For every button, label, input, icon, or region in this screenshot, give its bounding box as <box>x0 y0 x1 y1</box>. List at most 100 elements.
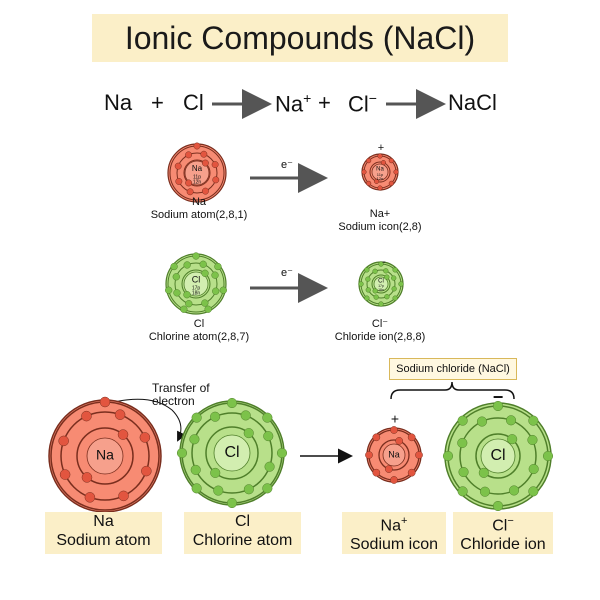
bottom-chloride-ion-electron <box>508 485 520 496</box>
label-chlorine-atom: Cl Chlorine atom <box>184 512 301 554</box>
label-chloride-ion-name: Chloride ion <box>460 536 546 554</box>
bottom-sodium-atom-shell-2 <box>60 411 150 501</box>
label-chloride-ion: Cl− Chloride ion <box>453 512 553 554</box>
bottom-sodium-atom-electron <box>117 429 129 440</box>
row2-chlorine-atom-shell-2 <box>174 262 218 306</box>
bottom-chlorine-atom-electron <box>189 434 200 445</box>
row2-chlorine-atom-electron <box>199 260 207 268</box>
bottom-chlorine-atom-electron <box>226 497 238 509</box>
label-sodium-atom-symbol: Na <box>93 513 114 530</box>
bottom-chloride-ion-electron <box>528 486 539 497</box>
eq-cl-ion: Cl− <box>348 90 377 117</box>
bottom-chlorine-atom-electron <box>226 397 238 409</box>
bottom-chloride-ion-nucleus <box>480 438 516 474</box>
bottom-sodium-ion-shell-2 <box>378 439 410 471</box>
row1-sodium-atom-electron <box>185 151 193 159</box>
transfer-label-line2: electron <box>152 394 195 408</box>
eq-na-ion-charge: + <box>303 90 312 106</box>
bottom-sodium-ion-symbol: Na <box>388 449 400 459</box>
row1-sodium-atom-neutrons: 12n <box>193 179 202 185</box>
bottom-sodium-ion: Na <box>365 426 423 484</box>
row2-chloride-ion-protons: 17p <box>378 284 384 288</box>
bottom-chloride-ion-electron <box>457 415 468 426</box>
eq-na-ion: Na+ <box>275 90 311 117</box>
row1-ion-charge: + <box>378 142 384 154</box>
row1-sodium-ion-protons: 11p <box>377 172 384 177</box>
row2-ion-charge: - <box>382 256 386 268</box>
row2-chloride-ion-electron <box>358 281 364 287</box>
row1-sodium-atom-electron <box>174 162 182 170</box>
label-sodium-ion-symbol-text: Na <box>380 517 401 535</box>
row1-atom-label-symbol: Na <box>191 196 207 208</box>
bottom-sodium-atom-electron <box>81 410 92 422</box>
nacl-box: Sodium chloride (NaCl) <box>389 358 517 380</box>
bottom-chloride-ion-electron <box>528 463 539 475</box>
row2-chlorine-atom-electron <box>180 305 188 313</box>
label-chloride-ion-charge: − <box>507 515 514 527</box>
row2-chloride-ion-electron <box>364 267 370 273</box>
bottom-chlorine-atom-electron <box>176 447 188 459</box>
bottom-sodium-ion-electron <box>372 468 381 477</box>
bottom-chlorine-atom-electron <box>264 461 275 472</box>
row1-sodium-atom-symbol: Na <box>192 164 203 173</box>
row2-atom-label-name: Chlorine atom(2,8,7) <box>148 331 250 343</box>
bottom-sodium-atom: Na <box>48 396 162 513</box>
bottom-chloride-ion-electron <box>542 450 554 462</box>
eq-na-ion-symbol: Na <box>275 91 304 117</box>
bottom-chlorine-atom: Cl <box>176 397 288 509</box>
bottom-chlorine-atom-electron <box>243 428 254 439</box>
row2-chlorine-atom-shell-3 <box>181 269 211 299</box>
row2-atom-label-symbol: Cl <box>193 318 205 330</box>
bottom-chloride-ion-charge: − <box>493 387 504 407</box>
label-sodium-atom-name: Sodium atom <box>56 532 151 549</box>
row1-sodium-ion-electron <box>361 169 367 175</box>
bottom-chlorine-atom-electron <box>210 411 221 422</box>
row1-sodium-ion-electron <box>366 180 372 186</box>
bottom-chloride-ion-electron <box>505 415 517 426</box>
row2-chloride-ion-electron <box>373 294 379 300</box>
bottom-chloride-ion-electron <box>457 486 468 497</box>
bottom-chlorine-atom-electron <box>190 464 201 475</box>
eq-na: Na <box>104 90 133 115</box>
row2-chloride-ion-nucleus <box>373 276 389 292</box>
eq-cl-ion-symbol: Cl <box>348 91 369 117</box>
bottom-chlorine-atom-shell-2 <box>191 412 273 494</box>
bottom-sodium-atom-symbol: Na <box>96 447 114 463</box>
eq-product: NaCl <box>448 90 497 115</box>
eq-plus-1: + <box>151 90 164 115</box>
row2-atom-label: Cl Chlorine atom(2,8,7) <box>144 318 254 344</box>
bottom-sodium-ion-electron <box>365 451 373 459</box>
row1-sodium-atom-electron <box>201 159 209 167</box>
bottom-chloride-ion-electron <box>476 416 488 427</box>
bottom-sodium-atom-electron <box>118 490 129 502</box>
row2-chloride-ion-electron <box>391 286 397 292</box>
row2-chlorine-atom-electron <box>183 261 191 269</box>
row2-chloride-ion-electron <box>391 275 397 281</box>
row2-chlorine-atom-protons: 17p <box>192 285 201 291</box>
bottom-sodium-atom-nucleus <box>86 437 124 475</box>
row2-chloride-ion-electron <box>392 267 398 273</box>
row2-chlorine-atom-nucleus <box>183 271 209 297</box>
label-chloride-ion-symbol: Cl− <box>453 512 553 535</box>
bottom-chloride-ion-electron <box>492 500 504 512</box>
row2-chloride-ion-electron <box>372 268 378 274</box>
bottom-chlorine-atom-electron <box>263 431 274 442</box>
row2-chlorine-atom-electron <box>214 262 222 271</box>
row1-sodium-ion-electron <box>393 169 399 175</box>
title-box: Ionic Compounds (NaCl) <box>92 14 508 62</box>
bottom-sodium-ion-electron <box>407 433 416 442</box>
bottom-sodium-atom-electron <box>141 465 152 477</box>
label-sodium-atom: Na Sodium atom <box>45 512 162 554</box>
row1-sodium-ion-neutrons: 12n <box>377 176 384 181</box>
nacl-brace <box>390 381 515 400</box>
label-sodium-ion: Na+ Sodium icon <box>342 512 446 554</box>
label-sodium-ion-name: Sodium icon <box>349 536 439 554</box>
row2-chlorine-atom-electron <box>165 286 173 294</box>
row2-chlorine-atom-electron <box>201 269 209 277</box>
bottom-chloride-ion-electron <box>479 486 491 497</box>
row2-chloride-ion-electron <box>384 294 390 300</box>
bottom-sodium-ion-electron <box>395 437 403 445</box>
